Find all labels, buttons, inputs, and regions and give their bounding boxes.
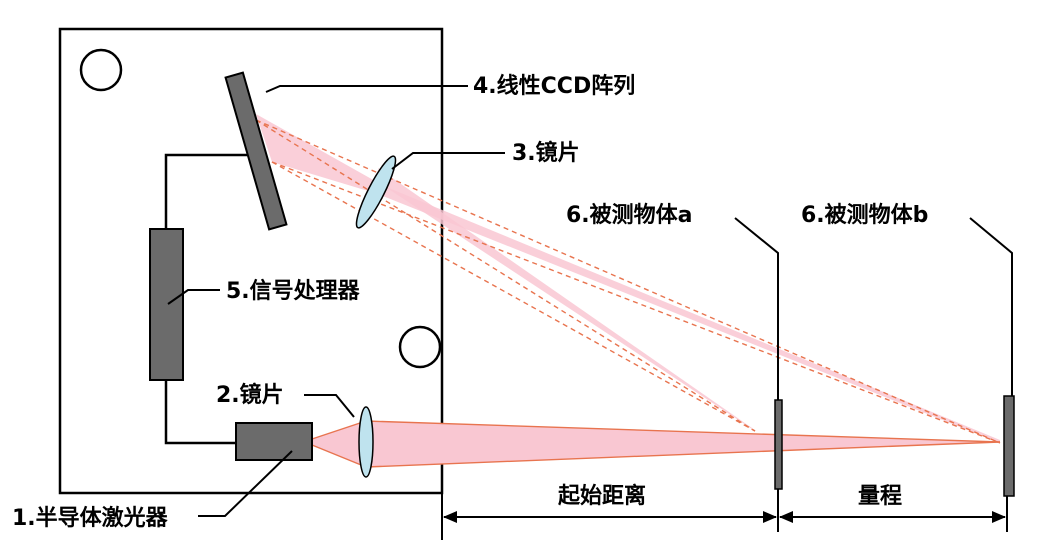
object-a bbox=[774, 399, 783, 490]
mounting-hole-top bbox=[79, 48, 123, 92]
reflected-beam-b bbox=[378, 186, 1000, 443]
label-object-a: 6.被测物体a bbox=[566, 202, 693, 228]
emitted-beam-edges bbox=[311, 420, 1001, 468]
reflected-beam-a bbox=[378, 168, 755, 431]
dimension-lines bbox=[441, 489, 1008, 540]
leader-lines bbox=[167, 85, 1013, 517]
wire-ccd-processor bbox=[164, 153, 255, 230]
object-b bbox=[1003, 395, 1015, 497]
signal-processor bbox=[149, 228, 184, 381]
lens-3 bbox=[355, 155, 397, 229]
emitted-beam-converging bbox=[312, 421, 366, 467]
emitted-beam bbox=[366, 421, 1000, 467]
label-start-distance: 起始距离 bbox=[557, 483, 646, 509]
sensor-housing bbox=[58, 27, 444, 495]
mounting-hole-bottom bbox=[398, 325, 442, 369]
lens-2 bbox=[358, 406, 374, 478]
label-lens-2: 2.镜片 bbox=[216, 382, 284, 408]
label-range: 量程 bbox=[858, 484, 902, 509]
semiconductor-laser bbox=[235, 422, 313, 461]
label-signal-processor: 5.信号处理器 bbox=[226, 278, 361, 304]
label-lens-3: 3.镜片 bbox=[512, 140, 580, 166]
label-laser: 1.半导体激光器 bbox=[12, 505, 169, 531]
wire-processor-laser bbox=[164, 380, 236, 445]
label-ccd: 4.线性CCD阵列 bbox=[473, 73, 635, 99]
label-object-b: 6.被测物体b bbox=[801, 202, 928, 228]
ccd-array bbox=[224, 71, 288, 231]
reflected-beam-inside bbox=[256, 114, 384, 194]
